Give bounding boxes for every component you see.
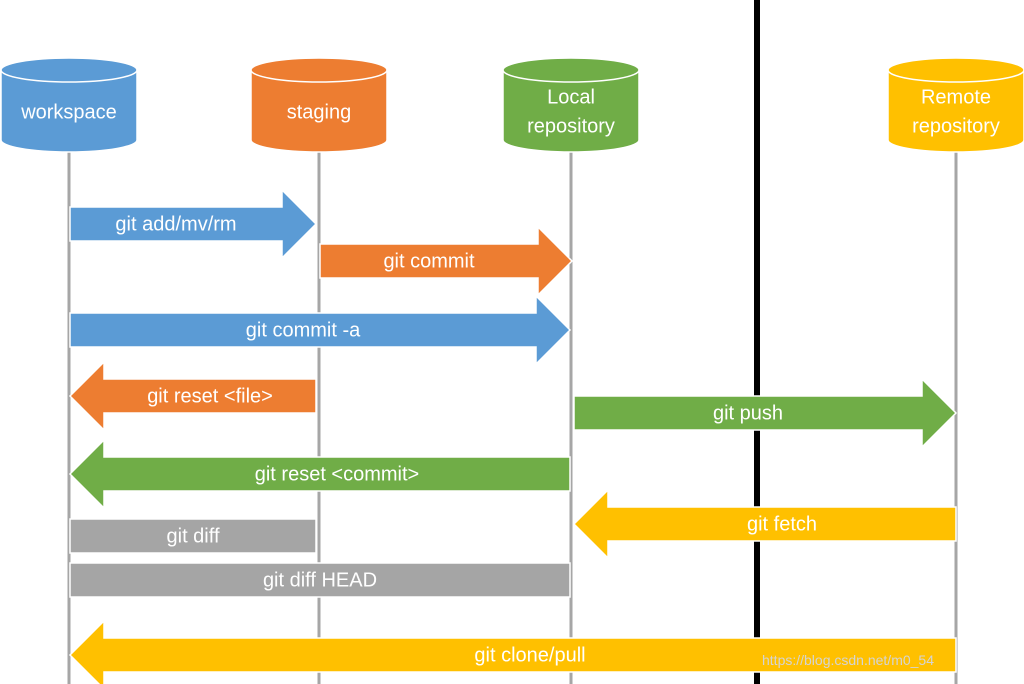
local-label-0: Local bbox=[547, 86, 595, 108]
git-commit-command: git commit bbox=[319, 225, 574, 297]
git-diff-head-label: git diff HEAD bbox=[263, 569, 377, 591]
git-push-command: git push bbox=[573, 377, 958, 449]
local-label-1: repository bbox=[527, 115, 615, 137]
git-push-arrow bbox=[573, 377, 958, 449]
git-clone-pull-command: git clone/pull bbox=[68, 619, 957, 684]
git-clone-pull-arrow bbox=[68, 619, 957, 684]
watermark-text: https://blog.csdn.net/m0_54 bbox=[762, 652, 934, 668]
git-add-command: git add/mv/rm bbox=[69, 188, 318, 260]
git-diff-label: git diff bbox=[167, 525, 220, 547]
staging-cylinder-body bbox=[250, 69, 388, 153]
staging-cylinder-top bbox=[250, 57, 388, 83]
staging-label-0: staging bbox=[287, 101, 352, 123]
workspace-cylinder-top bbox=[0, 57, 138, 83]
git-commit-a-command: git commit -a bbox=[69, 294, 572, 366]
workspace-cylinder-body bbox=[0, 69, 138, 153]
git-reset-commit-command: git reset <commit> bbox=[68, 438, 571, 510]
git-reset-file-command: git reset <file> bbox=[68, 360, 317, 432]
git-fetch-label: git fetch bbox=[747, 513, 817, 535]
local-cylinder-top bbox=[502, 57, 640, 83]
git-push-label: git push bbox=[713, 402, 783, 424]
git-fetch-command: git fetch bbox=[572, 488, 957, 560]
git-reset-file-arrow bbox=[68, 360, 317, 432]
local-cylinder-body bbox=[502, 69, 640, 153]
git-diff-bar bbox=[69, 518, 317, 554]
git-commit-a-arrow bbox=[69, 294, 572, 366]
workspace-node: workspace bbox=[0, 57, 138, 153]
remote-node: Remote repository bbox=[887, 57, 1024, 153]
git-add-label: git add/mv/rm bbox=[115, 213, 236, 235]
git-commit-arrow bbox=[319, 225, 574, 297]
git-commit-label: git commit bbox=[383, 250, 475, 272]
git-reset-file-label: git reset <file> bbox=[147, 385, 273, 407]
git-diff-head-command: git diff HEAD bbox=[69, 562, 571, 598]
remote-cylinder-body bbox=[887, 69, 1024, 153]
git-diff-head-bar bbox=[69, 562, 571, 598]
git-clone-pull-label: git clone/pull bbox=[474, 644, 585, 666]
git-diff-command: git diff bbox=[69, 518, 317, 554]
git-reset-commit-label: git reset <commit> bbox=[255, 463, 420, 485]
remote-cylinder-top bbox=[887, 57, 1024, 83]
remote-label-1: repository bbox=[912, 115, 1000, 137]
git-commit-a-label: git commit -a bbox=[246, 319, 361, 341]
git-reset-commit-arrow bbox=[68, 438, 571, 510]
staging-node: staging bbox=[250, 57, 388, 153]
remote-label-0: Remote bbox=[921, 86, 991, 108]
workspace-label-0: workspace bbox=[20, 101, 117, 123]
local-node: Local repository bbox=[502, 57, 640, 153]
git-add-arrow bbox=[69, 188, 318, 260]
git-fetch-arrow bbox=[572, 488, 957, 560]
